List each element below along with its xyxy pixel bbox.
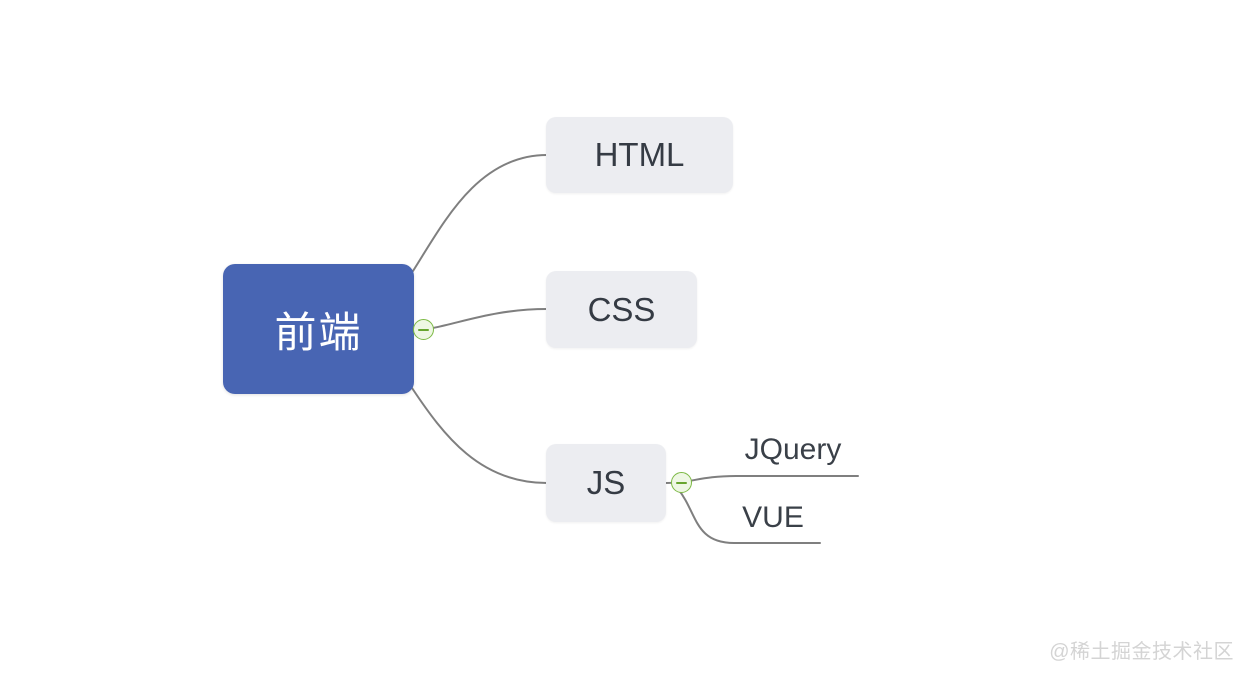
topic-html-label: HTML [594, 136, 685, 173]
root-topic-label: 前端 [274, 308, 363, 356]
topic-js[interactable]: JS [546, 444, 666, 522]
root-topic[interactable]: 前端 [223, 264, 414, 394]
collapse-button-js[interactable] [671, 472, 692, 493]
watermark: @稀土掘金技术社区 [1049, 641, 1234, 663]
collapse-button-root[interactable] [413, 319, 434, 340]
subtopic-vue[interactable]: VUE [693, 501, 853, 535]
topic-css[interactable]: CSS [546, 271, 697, 348]
minus-icon [418, 328, 429, 331]
minus-icon [676, 481, 687, 484]
topic-js-label: JS [586, 464, 626, 501]
topic-css-label: CSS [587, 290, 656, 328]
subtopic-jquery[interactable]: JQuery [713, 433, 873, 467]
subtopic-vue-label: VUE [742, 501, 804, 534]
subtopic-jquery-label: JQuery [744, 433, 842, 466]
topic-html[interactable]: HTML [546, 117, 733, 193]
connector-root-html [412, 154, 548, 272]
connector-js-jquery [665, 475, 859, 484]
connector-root-js [411, 387, 548, 484]
